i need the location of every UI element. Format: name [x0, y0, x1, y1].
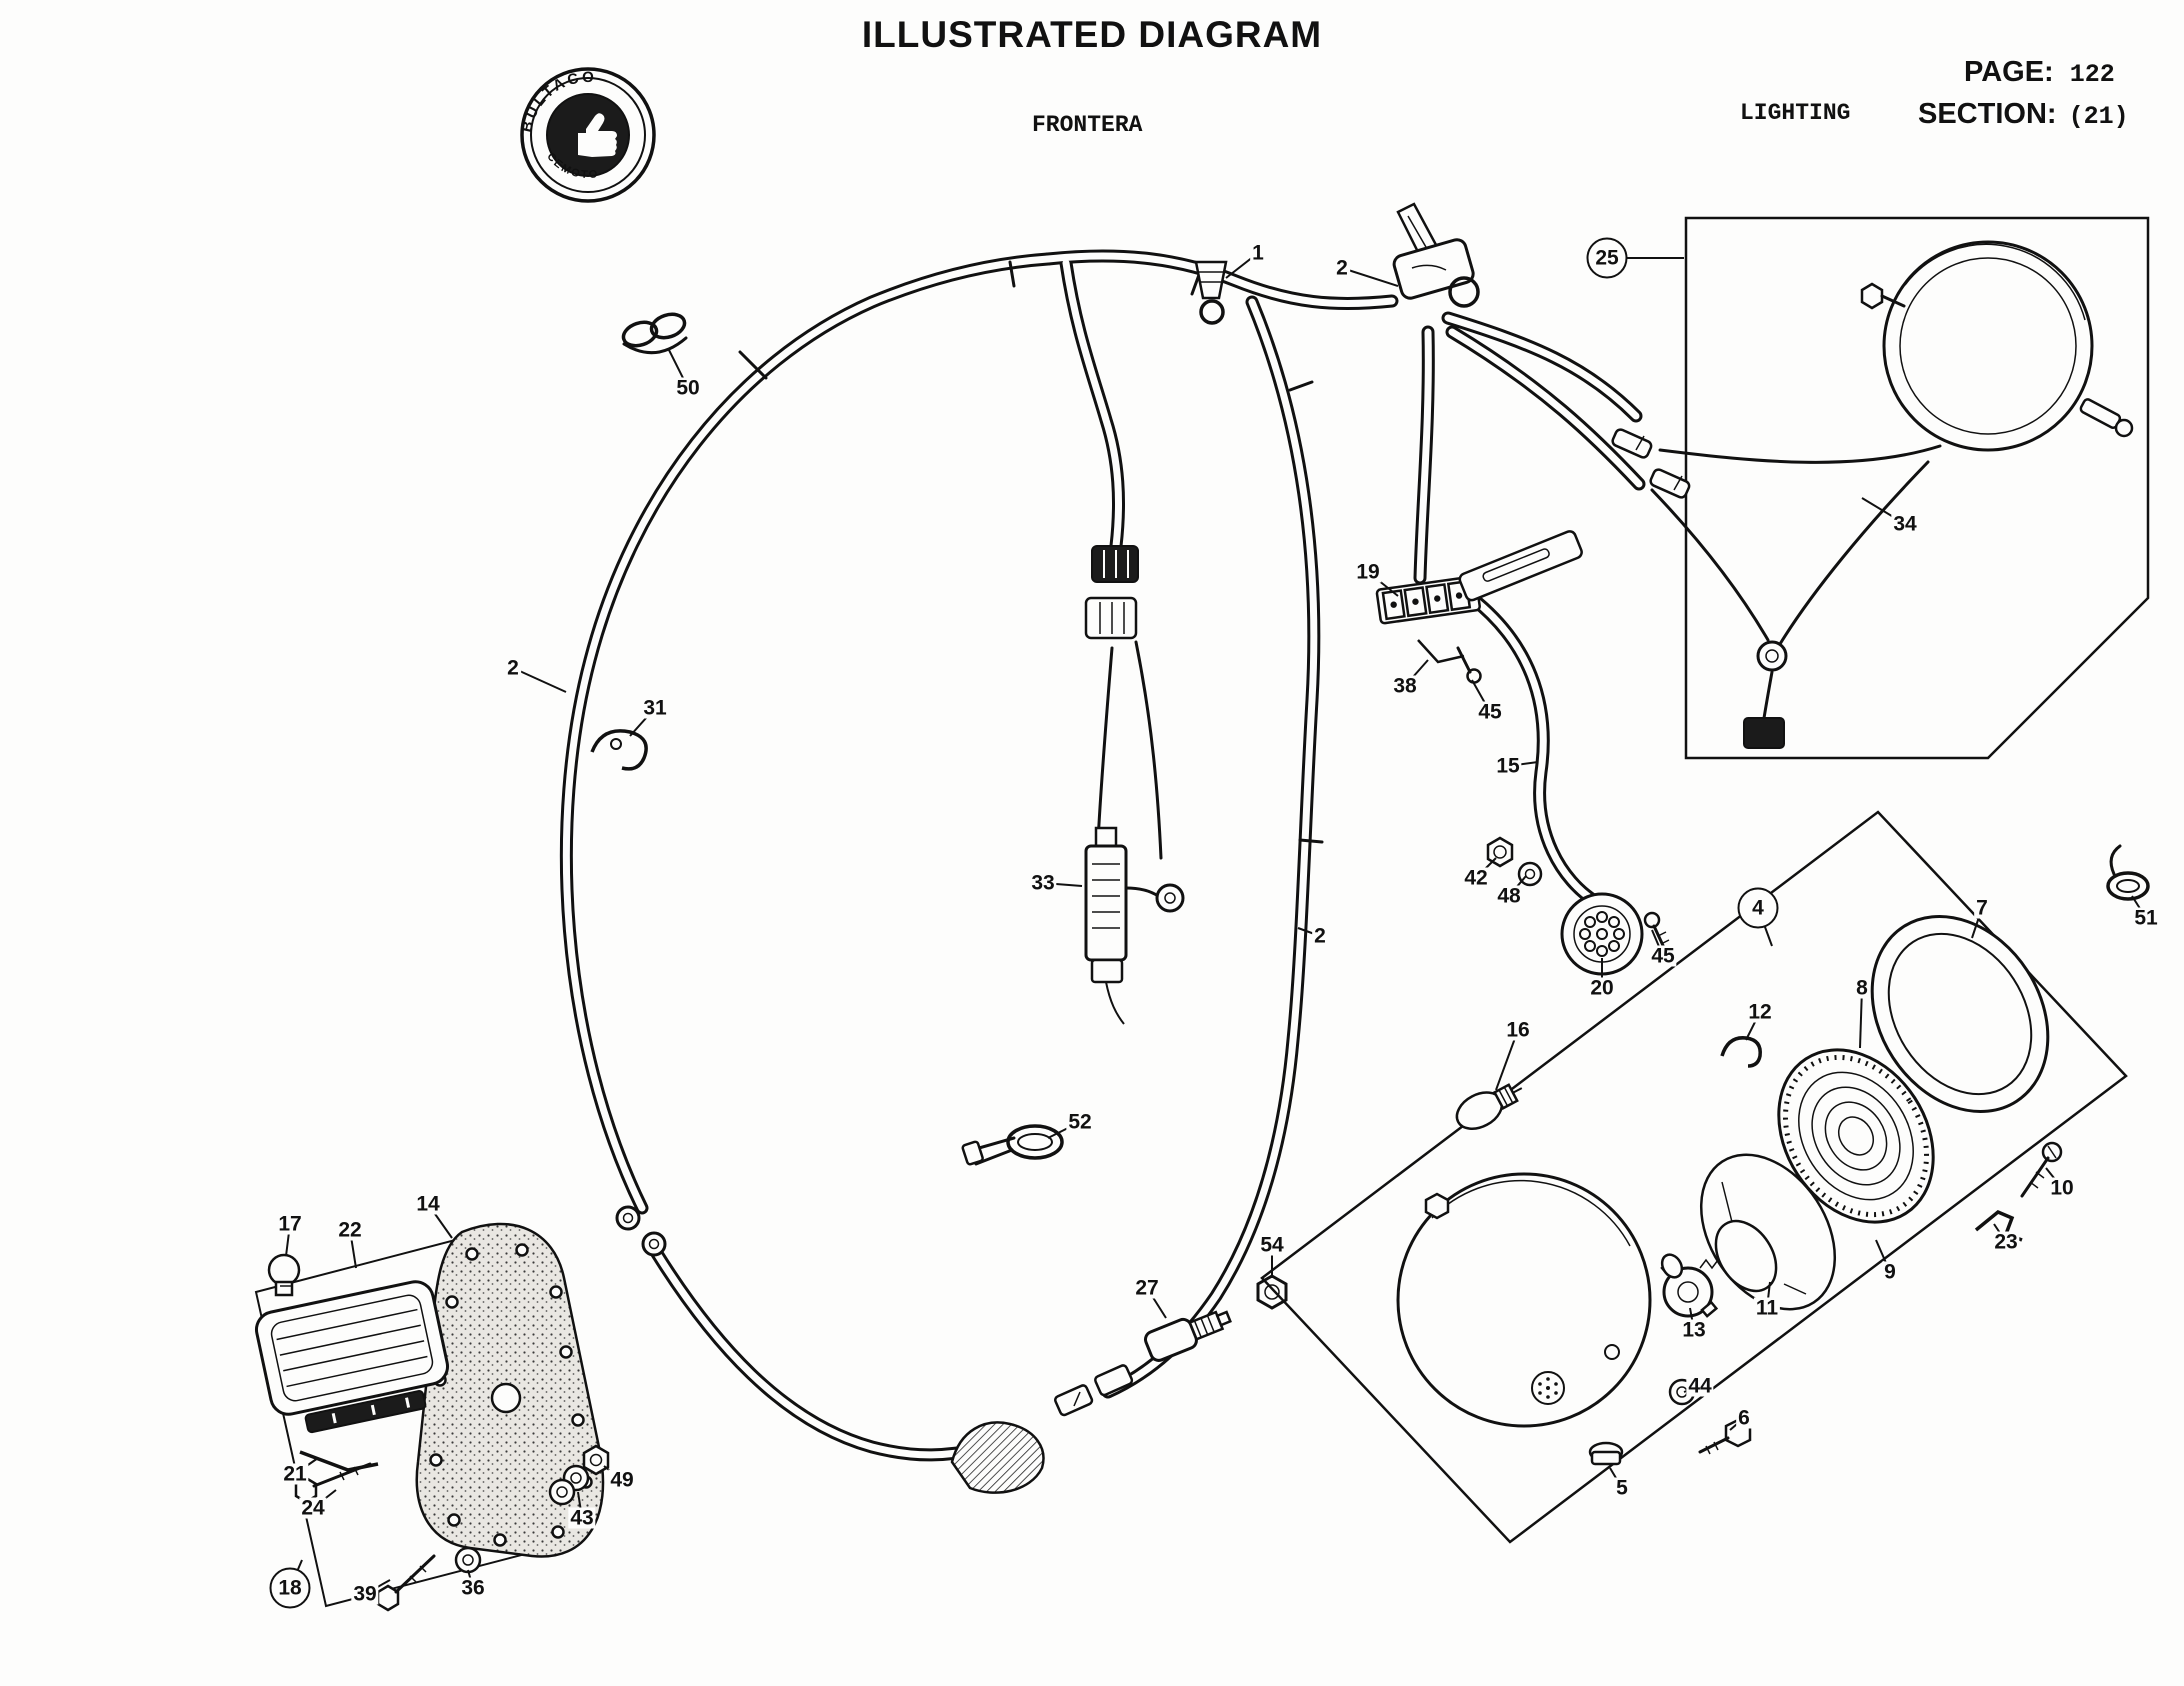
rubber-boot — [950, 1421, 1045, 1494]
page-number-row: PAGE: 122 — [1964, 56, 2115, 89]
brake-switch-part-27 — [1143, 1310, 1232, 1362]
screw-part-39 — [376, 1554, 436, 1612]
washers-part-43 — [548, 1464, 590, 1506]
headlamp-shell — [1396, 1172, 1652, 1428]
wiring-harness — [559, 249, 1646, 1462]
headlamp-exploded-box — [1260, 810, 2128, 1544]
page-label: PAGE: — [1964, 56, 2054, 88]
screw-part-45a — [1456, 646, 1482, 684]
thumbs-up-icon — [578, 113, 617, 157]
section-label: SECTION: — [1918, 98, 2057, 130]
lens-part-8-9 — [1777, 1048, 1935, 1224]
retainer-part-21 — [299, 1450, 379, 1472]
cable-clip-part-31 — [590, 729, 648, 771]
bullet-connectors — [1611, 428, 1691, 499]
bultaco-logo: BULTACO CEMOTO — [518, 67, 656, 203]
section-number: (21) — [2068, 102, 2129, 131]
tail-lamp-unit — [1860, 240, 2134, 452]
inline-connectors — [1054, 1364, 1134, 1417]
cable-clip-part-50 — [621, 312, 688, 355]
grommet-part-5 — [1588, 1441, 1624, 1466]
tail-lamp-wire-a — [1658, 444, 1942, 464]
tail-lamp-wire-b — [1778, 460, 1930, 646]
ring-terminal — [1756, 640, 1788, 672]
rectifier-part-33 — [1084, 826, 1185, 1025]
fuse-bracket — [1417, 530, 1583, 684]
tail-lens-part-22 — [255, 1280, 449, 1434]
mid-connectors — [1084, 545, 1139, 640]
clamp-part-52 — [961, 1124, 1064, 1166]
tail-lamp-bolt — [1860, 282, 1906, 310]
tail-lamp-stem — [2079, 398, 2134, 438]
handlebar-switch — [1392, 202, 1480, 308]
reflector-part-11 — [1699, 1153, 1837, 1311]
washer-part-48 — [1517, 861, 1543, 887]
section-number-row: SECTION: (21) — [1918, 98, 2129, 131]
nut-part-54 — [1256, 1274, 1288, 1310]
nut-part-42 — [1486, 836, 1514, 868]
bolt-part-6 — [1698, 1418, 1752, 1455]
section-name: LIGHTING — [1740, 100, 1851, 126]
clip-part-12 — [1720, 1036, 1762, 1068]
bracket-part-23 — [1974, 1209, 2023, 1242]
model-name: FRONTERA — [1032, 112, 1143, 138]
round-connector-part-20 — [1560, 892, 1644, 976]
page-number: 122 — [2069, 60, 2115, 89]
tail-lamp-connector — [1743, 717, 1785, 749]
clamp-part-51 — [2106, 844, 2150, 901]
tail-light-assembly — [254, 1205, 667, 1612]
tail-lamp-detail-box — [1650, 216, 2150, 760]
page-title: ILLUSTRATED DIAGRAM — [861, 14, 1323, 55]
harness-ring-terminals — [615, 1205, 667, 1257]
bulb-part-16 — [1455, 1083, 1523, 1130]
screw-part-45b — [1643, 911, 1670, 954]
tail-lamp-wire-c — [1650, 488, 1770, 642]
fuse-block-part-19 — [1375, 575, 1481, 625]
boot-part-1 — [1194, 260, 1228, 325]
bulb-holder-part-13 — [1660, 1253, 1719, 1318]
headlamp-rim-part-7 — [1870, 915, 2050, 1113]
washer-part-36 — [454, 1546, 482, 1574]
washer-part-44 — [1668, 1378, 1696, 1406]
screw-part-10 — [2020, 1141, 2063, 1198]
tail-bulb-part-17 — [267, 1253, 301, 1297]
nut-part-49 — [582, 1444, 610, 1476]
mounting-bracket-part-14 — [415, 1222, 605, 1558]
bolt-part-24 — [294, 1462, 372, 1504]
